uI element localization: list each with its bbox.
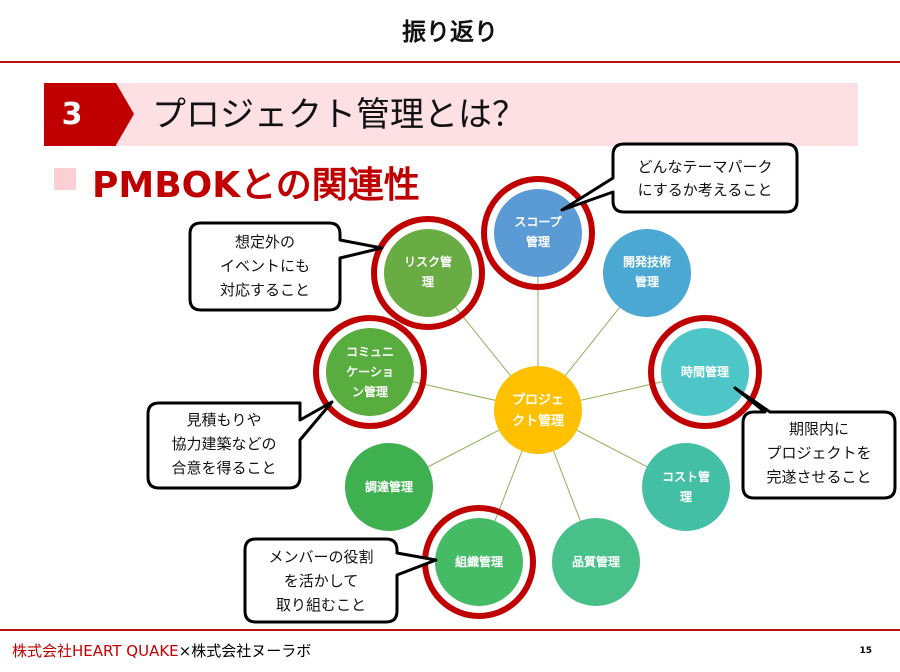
company-nulab: ×株式会社ヌーラボ: [178, 642, 312, 660]
svg-text:コスト管理: コスト管理: [662, 469, 710, 504]
callout-org: メンバーの役割を活かして取り組むこと: [243, 537, 438, 624]
footer-companies: 株式会社HEART QUAKE×株式会社ヌーラボ: [12, 640, 311, 661]
svg-text:開発技術管理: 開発技術管理: [623, 254, 671, 289]
svg-text:期限内にプロジェクトを完遂させること: 期限内にプロジェクトを完遂させること: [766, 420, 871, 486]
node-comm: コミュニケーション管理: [326, 328, 414, 416]
section-number: 3: [44, 83, 116, 146]
chevron-icon: [116, 83, 134, 145]
callout-comm: 見積もりや協力建築などの合意を得ること: [146, 400, 334, 490]
svg-text:スコープ管理: スコープ管理: [514, 214, 562, 249]
page-number: 15: [859, 646, 872, 656]
svg-text:コミュニケーション管理: コミュニケーション管理: [346, 345, 394, 399]
svg-text:組織管理: 組織管理: [455, 554, 503, 569]
svg-text:品質管理: 品質管理: [572, 554, 620, 569]
section-banner: [44, 83, 858, 146]
svg-text:どんなテーマパークにするか考えること: どんなテーマパークにするか考えること: [637, 158, 772, 199]
highlight-ring: [648, 315, 762, 429]
footer-divider: [0, 629, 900, 631]
svg-text:調達管理: 調達管理: [365, 479, 413, 494]
section-title: プロジェクト管理とは？: [152, 95, 526, 135]
node-time: 時間管理: [661, 328, 749, 416]
highlight-ring: [481, 176, 595, 290]
header-divider: [0, 61, 900, 63]
highlight-ring: [371, 216, 485, 330]
node-scope: スコープ管理: [494, 189, 582, 277]
node-cost: コスト管理: [642, 443, 730, 531]
svg-text:リスク管理: リスク管理: [404, 254, 452, 289]
svg-text:時間管理: 時間管理: [681, 364, 729, 379]
svg-text:メンバーの役割を活かして取り組むこと: メンバーの役割を活かして取り組むこと: [268, 548, 373, 614]
node-org: 組織管理: [435, 518, 523, 606]
subtitle: PMBOKとの関連性: [92, 165, 420, 206]
svg-text:見積もりや協力建築などの合意を得ること: 見積もりや協力建築などの合意を得ること: [171, 411, 276, 477]
node-quality: 品質管理: [552, 518, 640, 606]
highlight-ring: [313, 315, 427, 429]
svg-text:プロジェクト管理: プロジェクト管理: [512, 393, 564, 429]
node-procure: 調達管理: [345, 443, 433, 531]
node-center: プロジェクト管理: [494, 366, 582, 454]
page-title: 振り返り: [402, 18, 498, 46]
svg-text:想定外のイベントにも対応すること: 想定外のイベントにも対応すること: [220, 233, 310, 299]
node-risk: リスク管理: [384, 229, 472, 317]
callout-time: 期限内にプロジェクトを完遂させること: [733, 386, 897, 500]
company-heartquake: 株式会社HEART QUAKE: [12, 642, 179, 660]
callout-scope: どんなテーマパークにするか考えること: [560, 142, 799, 214]
node-dev: 開発技術管理: [603, 229, 691, 317]
bullet-square-icon: [54, 168, 76, 190]
callout-risk: 想定外のイベントにも対応すること: [188, 221, 384, 312]
